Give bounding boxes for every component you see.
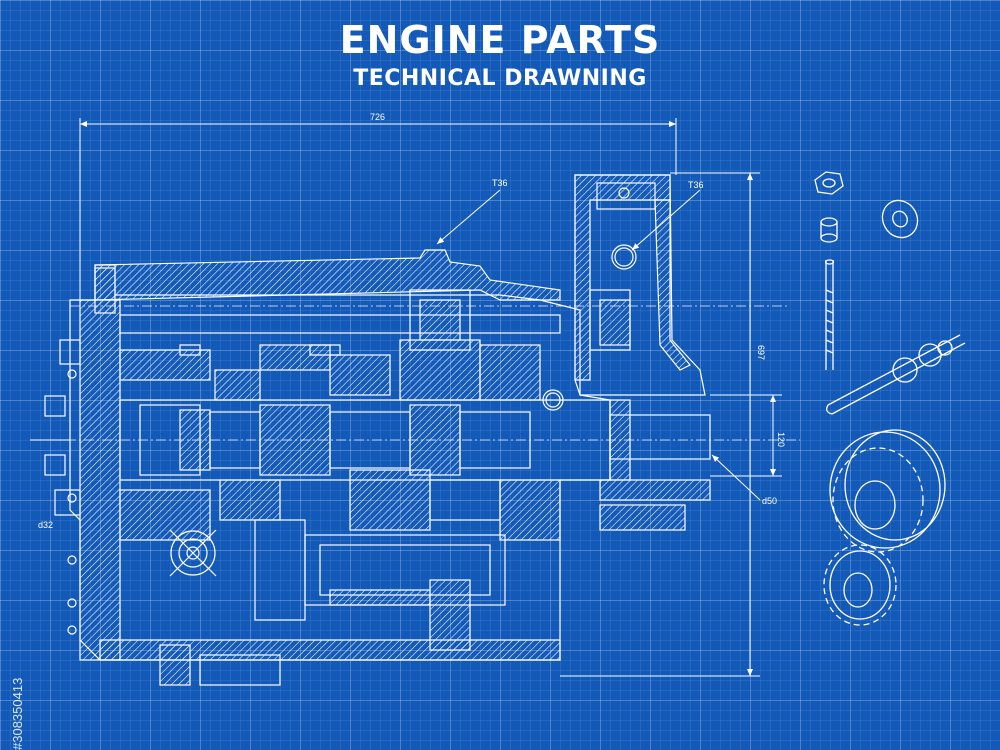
hex-nut-part xyxy=(814,171,844,195)
spacer-part xyxy=(820,217,838,243)
callout-left-diameter: d32 xyxy=(38,520,53,530)
small-gear-part xyxy=(823,544,897,626)
engine-housing xyxy=(44,174,711,686)
large-gear-part xyxy=(829,429,946,553)
callout-top-left: T36 xyxy=(492,178,508,188)
dim-overall-height: 697 xyxy=(756,345,766,360)
dim-shaft-height: 120 xyxy=(776,432,786,447)
gear-shaft-part xyxy=(826,334,966,415)
dim-overall-width: 726 xyxy=(370,112,385,122)
stock-id-watermark: #308350413 xyxy=(10,677,25,750)
bolt-part xyxy=(824,259,835,370)
drawing-subtitle: TECHNICAL DRAWNING xyxy=(353,66,647,91)
callout-shaft-diameter: d50 xyxy=(762,496,777,506)
callout-top-right: T36 xyxy=(688,180,704,190)
washer-part xyxy=(881,199,919,239)
drawing-title: ENGINE PARTS xyxy=(339,18,661,62)
isometric-parts xyxy=(814,171,966,626)
